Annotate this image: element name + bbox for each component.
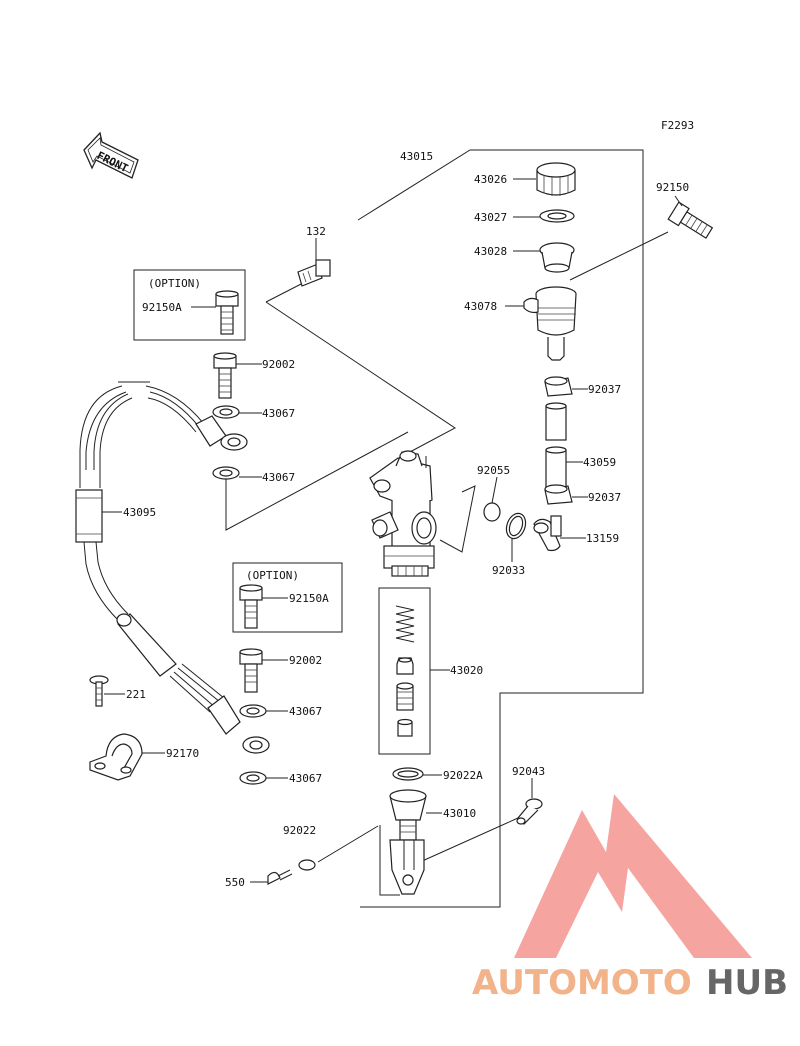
washer-43067-a [212,405,240,419]
cotter-pin [267,869,293,885]
label-43067-d: 43067 [289,772,322,785]
option-label-mid: (OPTION) [246,569,299,582]
option-box-mid [232,562,343,633]
option-label-top: (OPTION) [148,277,201,290]
figure-code: F2293 [661,119,694,132]
label-43067-b: 43067 [262,471,295,484]
label-43027: 43027 [474,211,507,224]
banjo-bolt-92002-mid [239,648,263,693]
label-43010: 43010 [443,807,476,820]
watermark-text-hub: HUB [706,963,788,1003]
washer-43067-c [239,704,267,718]
snap-ring-92022A [392,767,424,781]
bolt-92150A-mid [239,584,263,629]
washer-43067-d [239,771,267,785]
label-92150: 92150 [656,181,689,194]
diaphragm-plate [539,209,575,223]
bolt-92150 [667,201,714,239]
part-labels: 43015 43026 43027 43028 43078 92150 132 … [123,150,689,889]
label-92043: 92043 [512,765,545,778]
label-92037-b: 92037 [588,491,621,504]
label-92033: 92033 [492,564,525,577]
reservoir-cap [536,162,576,196]
label-43026: 43026 [474,173,507,186]
bolt-92150A-top [215,290,239,335]
front-arrow-icon: FRONT [83,131,139,179]
o-ring [483,502,501,522]
screw-221 [89,675,109,707]
label-92022: 92022 [283,824,316,837]
washer-43067-b [212,466,240,480]
label-92002-mid: 92002 [289,654,322,667]
piston-kit-box [378,587,431,755]
label-43020: 43020 [450,664,483,677]
bolt-132 [297,259,331,287]
label-43015: 43015 [400,150,433,163]
label-92022A: 92022A [443,769,483,782]
label-92037-a: 92037 [588,383,621,396]
label-13159: 13159 [586,532,619,545]
reservoir-hose [545,402,567,489]
label-43059: 43059 [583,456,616,469]
master-cylinder-body [369,450,437,577]
clamp-92037-a [544,376,573,397]
elbow-fitting [533,515,562,552]
hose-clamp-92170 [89,733,143,781]
clevis-pin [516,798,543,825]
label-43028: 43028 [474,245,507,258]
assembly-lines [225,149,669,908]
option-box-top [133,269,246,341]
label-221: 221 [126,688,146,701]
label-132: 132 [306,225,326,238]
label-92170: 92170 [166,747,199,760]
label-550: 550 [225,876,245,889]
banjo-bolt-92002-top [213,352,237,399]
label-43095: 43095 [123,506,156,519]
leader-lines [102,178,683,883]
piston-kit-parts [395,605,415,737]
push-rod-clevis [389,789,427,895]
brake-hose [75,381,270,754]
reservoir-tank [523,286,577,361]
label-92150A-mid: 92150A [289,592,329,605]
label-43067-c: 43067 [289,705,322,718]
label-92002-top: 92002 [262,358,295,371]
label-92150A-top: 92150A [142,301,182,314]
watermark-text-automoto: AUTOMOTO [472,963,692,1003]
label-43078: 43078 [464,300,497,313]
washer-92022 [298,859,316,871]
watermark-text: AUTOMOTO HUB [472,963,788,1003]
label-43067-a: 43067 [262,407,295,420]
watermark-logo-icon [514,794,752,958]
diaphragm [539,242,575,273]
label-92055: 92055 [477,464,510,477]
circlip [505,512,527,540]
clamp-92037-b [544,484,573,505]
